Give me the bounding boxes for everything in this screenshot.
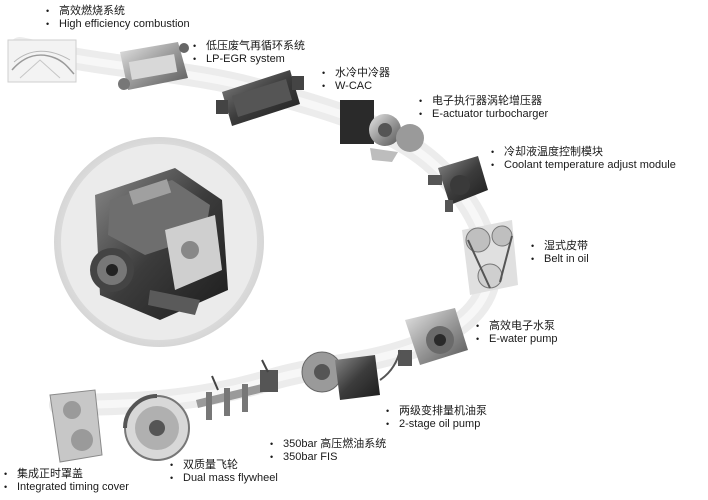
water-pump-icon: [398, 308, 468, 366]
label-combustion: •高效燃烧系统 •High efficiency combustion: [46, 5, 190, 30]
egr-cooler-icon: [118, 42, 189, 90]
label-timing-cover: •集成正时罩盖 •Integrated timing cover: [4, 468, 129, 493]
engine-illustration: [54, 137, 264, 347]
fuel-injection-icon: [196, 359, 278, 420]
label-oil-pump: •两级变排量机油泵 •2-stage oil pump: [386, 405, 487, 430]
turbocharger-icon: [340, 100, 424, 162]
intercooler-icon: [216, 70, 304, 126]
label-fis: •350bar 高压燃油系统 •350bar FIS: [270, 438, 387, 463]
label-turbo: •电子执行器涡轮增压器 •E-actuator turbocharger: [419, 95, 549, 120]
label-coolant: •冷却液温度控制模块 •Coolant temperature adjust m…: [491, 146, 676, 171]
oil-pump-icon: [301, 349, 401, 400]
label-flywheel: •双质量飞轮 •Dual mass flywheel: [170, 459, 278, 484]
coolant-module-icon: [428, 156, 488, 212]
label-wcac: •水冷中冷器 •W-CAC: [322, 67, 390, 92]
timing-cover-icon: [49, 389, 103, 463]
combustion-chamber-icon: [7, 39, 77, 83]
flywheel-icon: [123, 394, 190, 461]
label-water-pump: •高效电子水泵 •E-water pump: [476, 320, 558, 345]
label-belt: •湿式皮带 •Belt in oil: [531, 240, 589, 265]
belt-icon: [462, 220, 518, 295]
label-lp-egr: •低压废气再循环系统 •LP-EGR system: [193, 40, 305, 65]
